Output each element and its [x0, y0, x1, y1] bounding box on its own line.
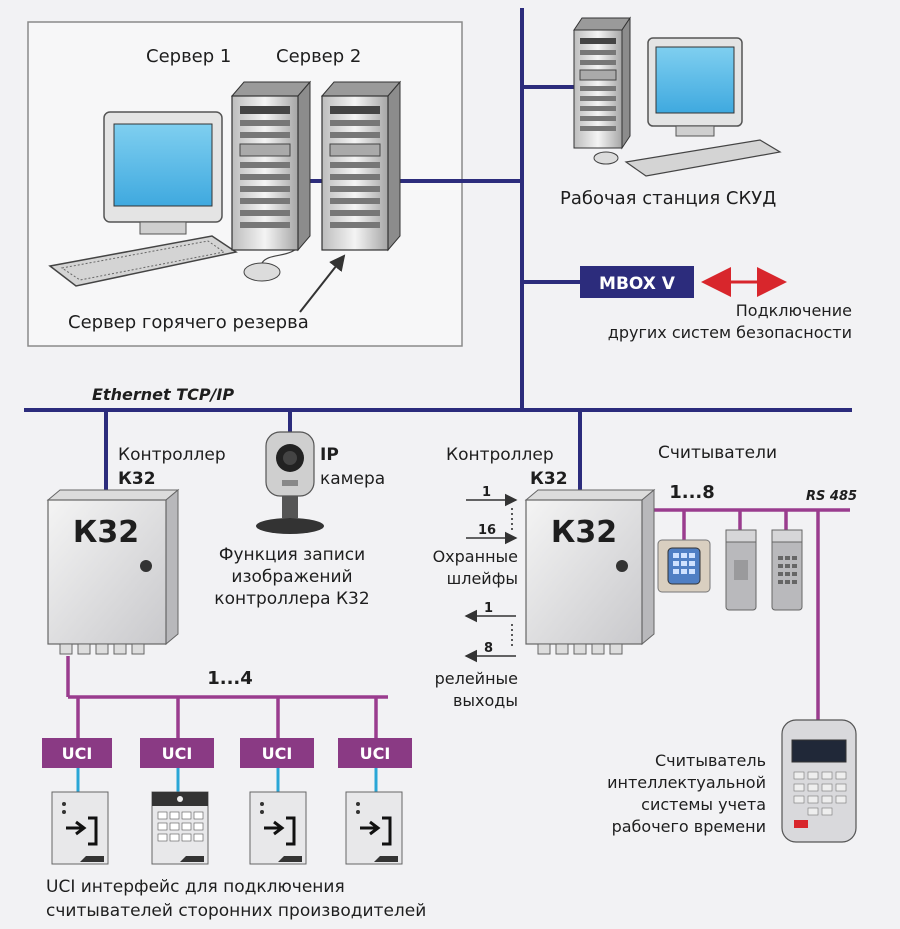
server-1-tower — [230, 80, 312, 252]
third-party-reader-3 — [249, 791, 307, 865]
time-reader-line2: интеллектуальной — [607, 773, 766, 792]
right-controller-caption1: Контроллер — [446, 445, 554, 465]
relay-to-label: 8 — [484, 641, 493, 656]
uci-module-4 — [338, 738, 412, 792]
right-controller-box — [524, 488, 656, 655]
relay-label-line2: выходы — [453, 691, 518, 710]
loops-label-line2: шлейфы — [447, 569, 518, 588]
uci-module-3-label: UCI — [262, 744, 293, 763]
rs485-bus — [66, 508, 850, 738]
uci-count-label: 1...4 — [207, 668, 253, 689]
loops-to-label: 16 — [478, 523, 496, 538]
mbox-v-label: MBOX V — [599, 274, 676, 294]
hot-standby-label: Сервер горячего резерва — [68, 312, 309, 333]
time-reader-line4: рабочего времени — [612, 817, 766, 836]
mbox-note-line2: других систем безопасности — [608, 323, 852, 342]
workstation-label: Рабочая станция СКУД — [560, 188, 776, 209]
uci-caption-line2: считывателей сторонних производителей — [46, 901, 426, 921]
relay-output-arrows — [464, 609, 516, 663]
third-party-reader-4 — [345, 791, 403, 865]
right-controller-box-label: К32 — [551, 515, 617, 550]
third-party-reader-2-keypad — [151, 791, 209, 865]
readers-label: Считыватели — [658, 443, 777, 463]
loops-label-line1: Охранные — [433, 547, 518, 566]
time-reader-line3: системы учета — [641, 795, 766, 814]
relay-from-label: 1 — [484, 601, 493, 616]
reader-3-keypad — [771, 529, 803, 611]
readers-count-label: 1...8 — [669, 482, 715, 503]
server-2-label: Сервер 2 — [276, 46, 361, 67]
relay-label-line1: релейные — [435, 669, 518, 688]
uci-module-4-label: UCI — [360, 744, 391, 763]
uci-module-2 — [140, 738, 214, 792]
security-loop-arrows — [466, 493, 518, 545]
server-1-label: Сервер 1 — [146, 46, 231, 67]
left-controller-box — [46, 488, 180, 655]
hot-standby-arrow — [299, 254, 346, 313]
left-controller-caption2: К32 — [118, 469, 156, 489]
time-attendance-reader — [781, 719, 857, 843]
left-controller-box-label: К32 — [73, 515, 139, 550]
ip-camera — [256, 431, 324, 534]
right-controller-caption2: К32 — [530, 469, 568, 489]
rs485-label: RS 485 — [806, 489, 857, 504]
server-monitor — [48, 111, 303, 287]
reader-2-proximity — [725, 529, 757, 611]
uci-module-1-label: UCI — [62, 744, 93, 763]
time-reader-line1: Считыватель — [655, 751, 766, 770]
uci-module-2-label: UCI — [162, 744, 193, 763]
camera-function-line3: контроллера К32 — [214, 589, 369, 609]
uci-module-1 — [42, 738, 112, 792]
left-controller-caption1: Контроллер — [118, 445, 226, 465]
loops-from-label: 1 — [482, 485, 491, 500]
server-2-tower — [320, 80, 402, 252]
camera-function-line1: Функция записи — [219, 545, 365, 565]
ip-camera-label1: IP — [320, 445, 339, 465]
reader-1-keypad — [657, 539, 711, 593]
workstation-computer — [573, 16, 782, 177]
mbox-note-line1: Подключение — [736, 301, 852, 320]
uci-caption-line1: UCI интерфейс для подключения — [46, 877, 345, 897]
mbox-v-box — [580, 266, 694, 298]
third-party-reader-1 — [51, 791, 109, 865]
camera-function-line2: изображений — [231, 567, 352, 587]
uci-module-3 — [240, 738, 314, 792]
ip-camera-label2: камера — [320, 469, 385, 489]
ethernet-label: Ethernet TCP/IP — [92, 385, 234, 404]
